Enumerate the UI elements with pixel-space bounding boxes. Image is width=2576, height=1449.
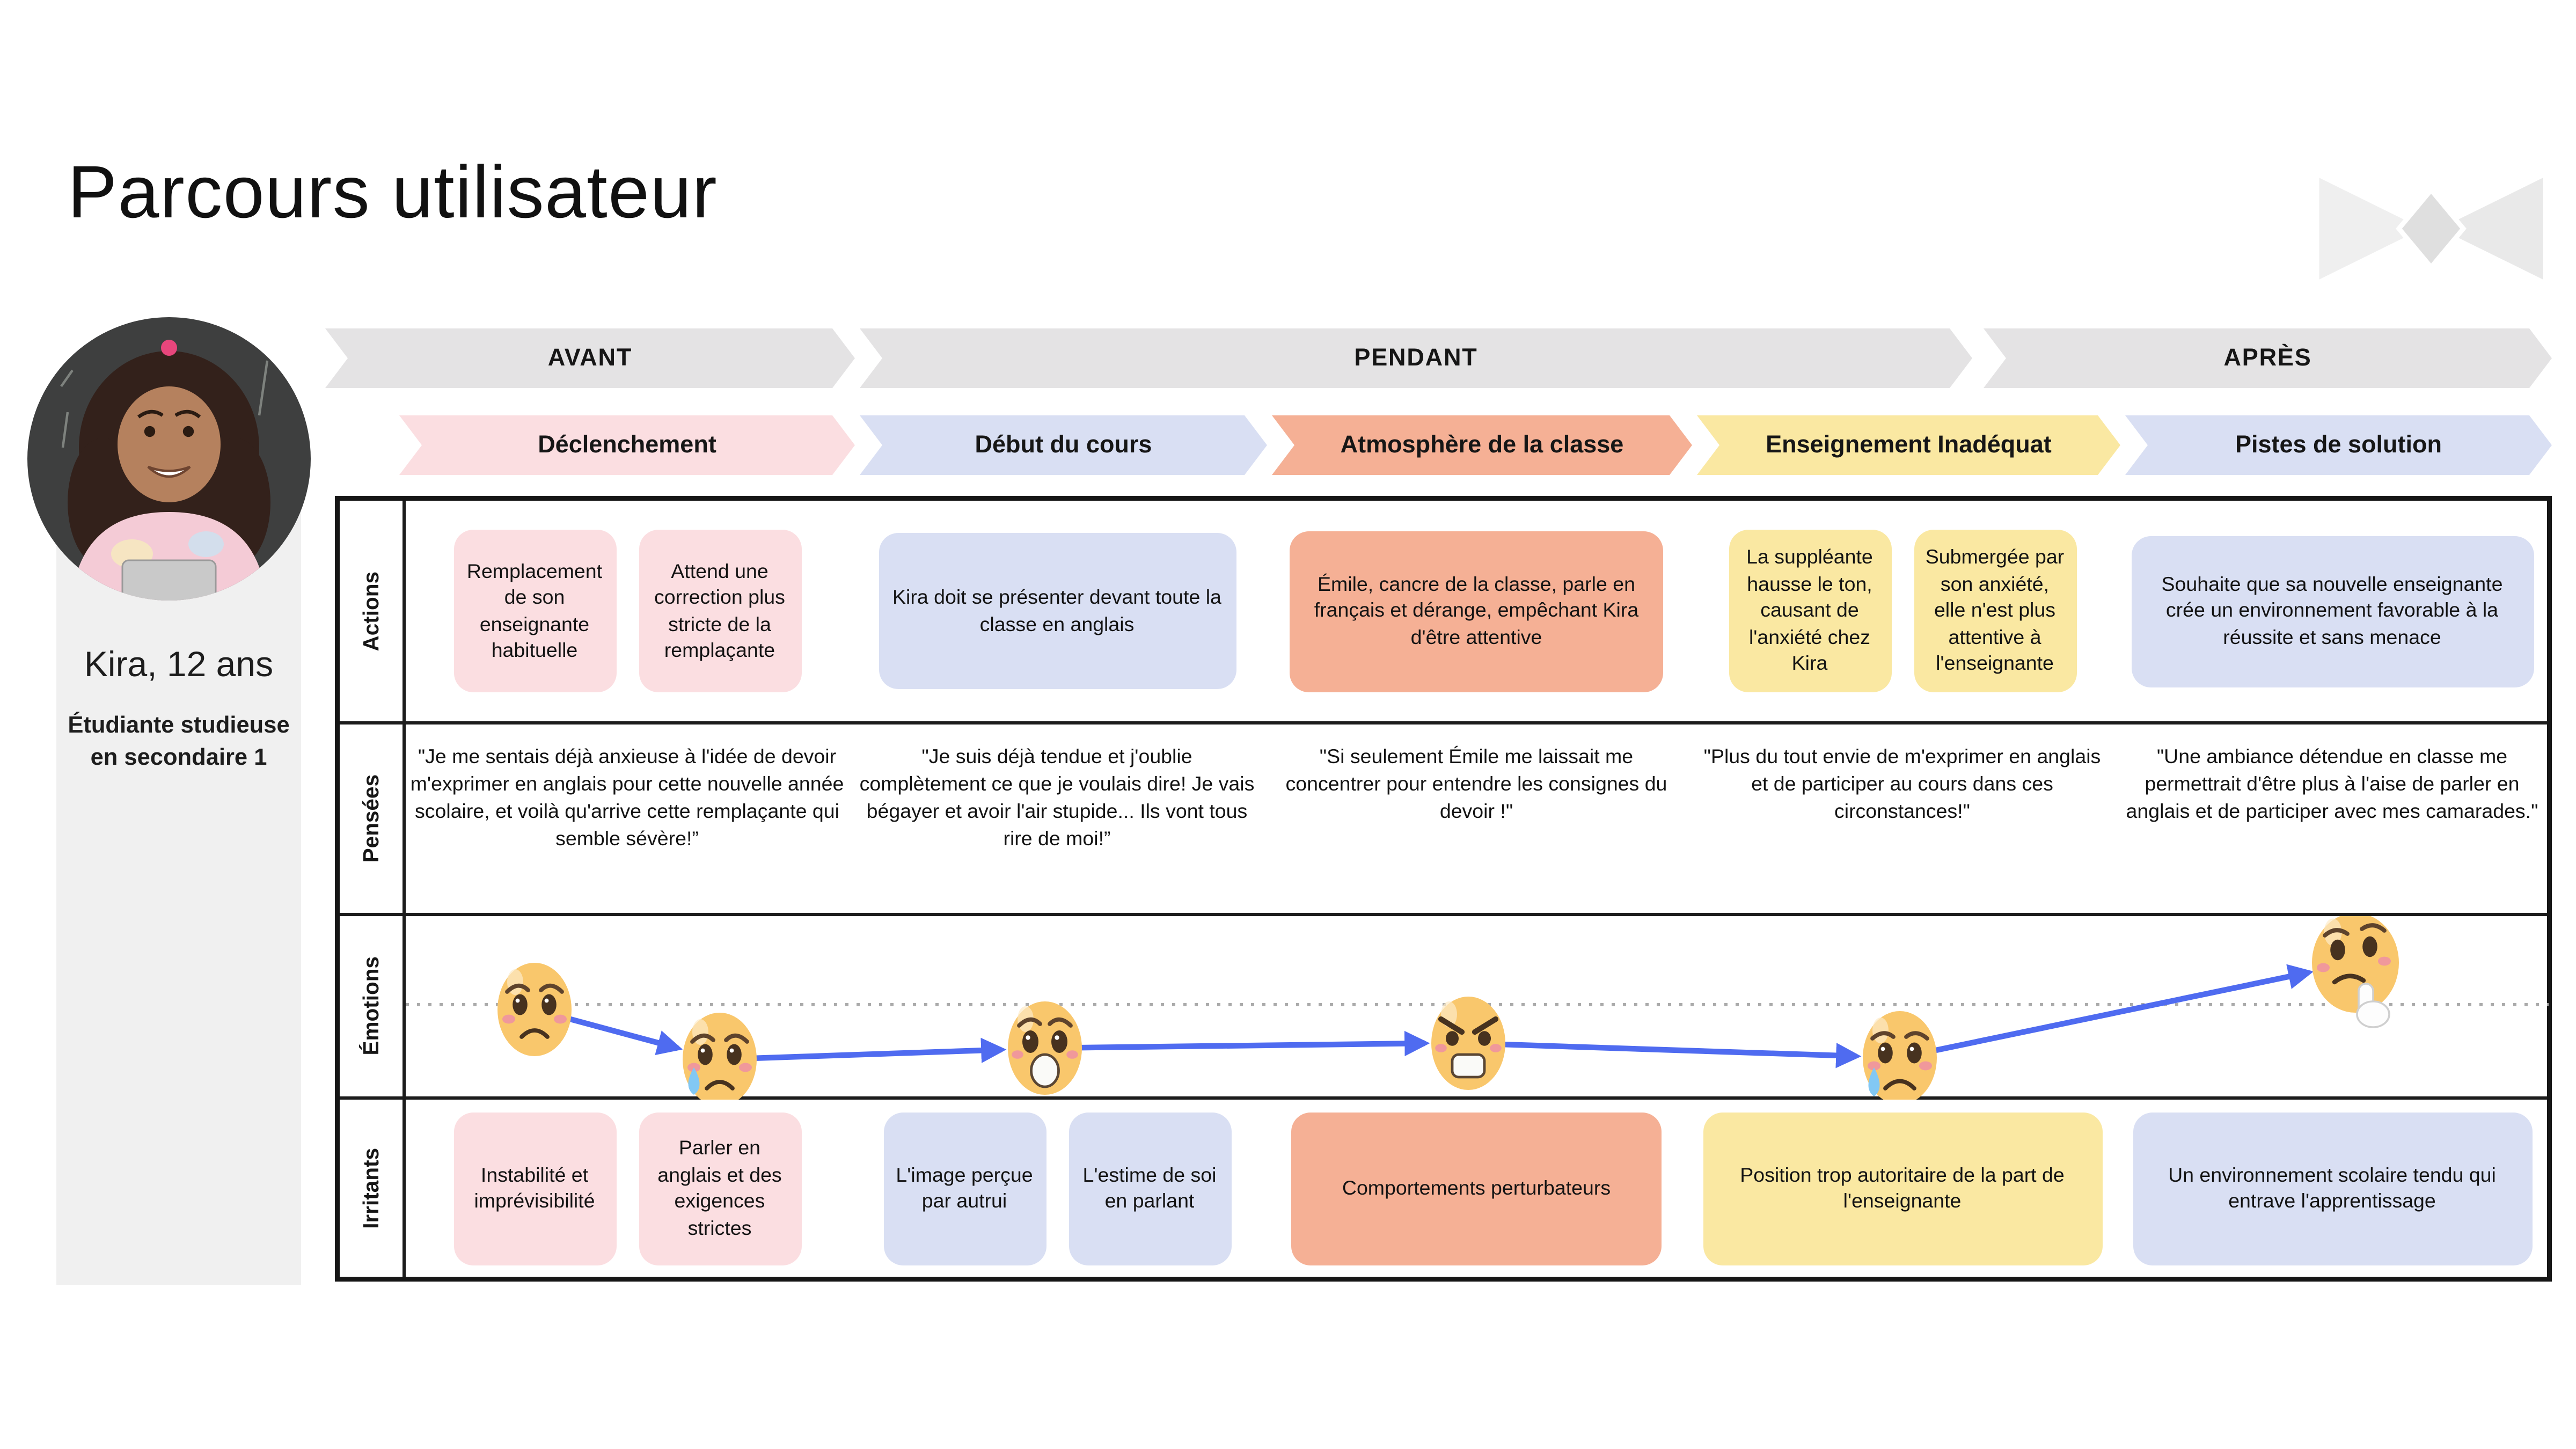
thinking-face-icon — [2312, 916, 2399, 1028]
stage-arrow-atmosphere: Atmosphère de la classe — [1272, 415, 1692, 475]
action-card: Submergée par son anxiété, elle n'est pl… — [1913, 530, 2076, 692]
emotion-line — [533, 964, 2314, 1069]
stage-arrow-debut-du-cours: Début du cours — [860, 415, 1267, 475]
irritant-card: Un environnement scolaire tendu qui entr… — [2132, 1111, 2532, 1265]
row-label-pensees: Pensées — [340, 724, 406, 913]
pensee-quote: "Plus du tout envie de m'exprimer en ang… — [1703, 745, 2101, 823]
irritant-card: Instabilité et imprévisibilité — [453, 1111, 616, 1265]
stage-label: Pistes de solution — [2235, 431, 2442, 459]
row-emotions: Émotions — [340, 916, 2549, 1100]
sad-tear-face-icon — [683, 1013, 757, 1100]
irritant-card: Parler en anglais et des exigences stric… — [638, 1111, 801, 1265]
worried-face-icon — [497, 963, 572, 1056]
action-card: Kira doit se présenter devant toute la c… — [878, 533, 1236, 689]
row-label-text: Irritants — [359, 1147, 383, 1229]
fearful-face-icon — [1008, 1001, 1082, 1095]
phase-label: PENDANT — [1354, 345, 1478, 372]
pensee-quote: "Si seulement Émile me laissait me conce… — [1285, 745, 1667, 823]
pensee-quote: "Je suis déjà tendue et j'oublie complèt… — [859, 745, 1255, 850]
stage-arrow-declenchement: Déclenchement — [399, 415, 855, 475]
action-card: La suppléante hausse le ton, causant de … — [1728, 530, 1891, 692]
action-card: Attend une correction plus stricte de la… — [638, 530, 801, 692]
phase-arrow-avant: AVANT — [325, 328, 855, 388]
stage-label: Enseignement Inadéquat — [1766, 431, 2052, 459]
angry-face-icon — [1431, 997, 1505, 1090]
pensee-quote: "Une ambiance détendue en classe me perm… — [2126, 745, 2538, 823]
action-card: Souhaite que sa nouvelle enseignante cré… — [2131, 535, 2534, 687]
stage-label: Début du cours — [975, 431, 1152, 459]
stage-label: Atmosphère de la classe — [1340, 431, 1624, 459]
phase-arrow-apres: APRÈS — [1984, 328, 2552, 388]
row-label-text: Actions — [359, 571, 383, 651]
action-card: Remplacement de son enseignante habituel… — [453, 530, 616, 692]
journey-grid: Actions Remplacement de son enseignante … — [335, 496, 2552, 1282]
phase-arrow-pendant: PENDANT — [860, 328, 1972, 388]
irritant-card: Position trop autoritaire de la part de … — [1702, 1111, 2102, 1265]
stage-arrow-enseignement: Enseignement Inadéquat — [1697, 415, 2120, 475]
row-label-actions: Actions — [340, 501, 406, 721]
avatar — [26, 316, 312, 602]
action-card: Émile, cancre de la classe, parle en fra… — [1290, 530, 1663, 692]
stage-label: Déclenchement — [538, 431, 716, 459]
row-irritants: Irritants Instabilité et imprévisibilité… — [340, 1100, 2547, 1277]
row-label-emotions: Émotions — [340, 916, 406, 1096]
emotion-curve — [406, 916, 2549, 1100]
crying-face-icon — [1863, 1011, 1937, 1100]
pensee-quote: "Je me sentais déjà anxieuse à l'idée de… — [410, 745, 844, 850]
row-label-text: Émotions — [359, 956, 383, 1056]
row-actions: Actions Remplacement de son enseignante … — [340, 501, 2547, 724]
persona-name: Kira, 12 ans — [84, 644, 274, 684]
irritant-card: Comportements perturbateurs — [1291, 1111, 1662, 1265]
irritant-card: L'estime de soi en parlant — [1068, 1111, 1231, 1265]
row-label-text: Pensées — [359, 774, 383, 863]
brand-logo-icon — [2312, 169, 2550, 288]
persona-role: Étudiante studieuse en secondaire 1 — [68, 713, 290, 771]
row-label-irritants: Irritants — [340, 1100, 406, 1277]
stage-arrow-pistes: Pistes de solution — [2125, 415, 2552, 475]
irritant-card: L'image perçue par autrui — [883, 1111, 1046, 1265]
page-title: Parcours utilisateur — [68, 150, 718, 233]
row-pensees: Pensées "Je me sentais déjà anxieuse à l… — [340, 724, 2547, 916]
phase-label: AVANT — [547, 345, 633, 372]
phase-label: APRÈS — [2223, 345, 2312, 372]
